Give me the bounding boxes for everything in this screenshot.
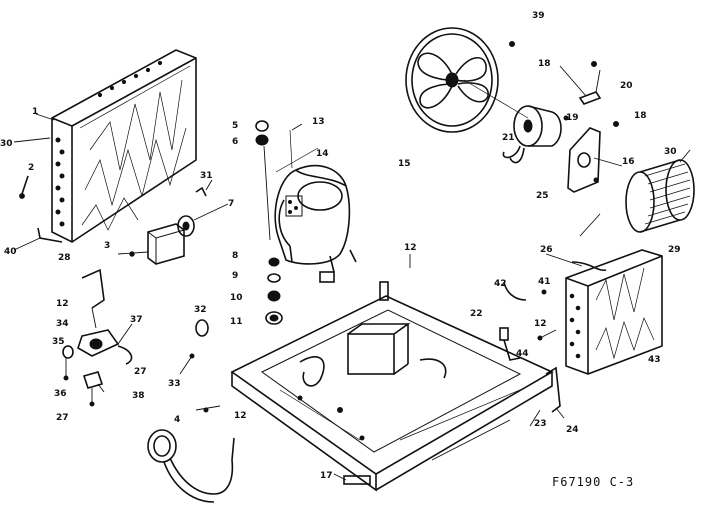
- callout-10: 10: [230, 293, 243, 303]
- callout-30-b: 16: [622, 157, 635, 167]
- callout-17: 17: [320, 471, 333, 481]
- callout-12-c: 12: [404, 243, 417, 253]
- condenser-coil: [51, 49, 197, 243]
- callout-5: 5: [232, 121, 238, 131]
- compressor-mounts: [255, 120, 283, 325]
- callout-31: 31: [200, 171, 213, 181]
- small-evap-parts: [499, 281, 557, 361]
- callout-24: 23: [534, 419, 547, 429]
- leader-lines: [13, 113, 601, 481]
- callout-9: 9: [232, 271, 238, 281]
- blower-wheel: [625, 149, 695, 233]
- callout-22: 12: [534, 319, 547, 329]
- callout-37: 37: [130, 315, 143, 325]
- callout-40: 40: [4, 247, 17, 257]
- callout-28: 28: [58, 253, 71, 263]
- callout-12-b: 12: [234, 411, 247, 421]
- callout-27-a: 27: [134, 367, 147, 377]
- callout-41: 42: [494, 279, 507, 289]
- callout-15: 15: [398, 159, 411, 169]
- callout-6: 6: [232, 137, 238, 147]
- callout-2: 2: [28, 163, 34, 173]
- bracket-17: [343, 475, 371, 485]
- fan-motor: [502, 41, 623, 193]
- callout-11: 11: [230, 317, 243, 327]
- callout-8: 8: [232, 251, 238, 261]
- callout-34: 34: [56, 319, 69, 329]
- callout-39: 39: [532, 11, 545, 21]
- callout-1: 1: [32, 107, 38, 117]
- callout-27-b: 27: [56, 413, 69, 423]
- callout-44: 22: [470, 309, 483, 319]
- callout-21: 21: [502, 133, 515, 143]
- capacitor: [117, 223, 185, 265]
- callout-23: 43: [648, 355, 661, 365]
- callout-20: 20: [620, 81, 633, 91]
- screw-2: [19, 175, 29, 199]
- callout-3: 3: [104, 241, 110, 251]
- callout-29: 25: [536, 191, 549, 201]
- drawing-code: F67190 C-3: [552, 475, 634, 489]
- callout-19: 19: [566, 113, 579, 123]
- callout-38: 38: [132, 391, 145, 401]
- callout-labels: 1 30 2 40 5 6 13 14 31 7 3 8 9 10 11 28 …: [0, 11, 681, 481]
- evaporator-coil: [541, 249, 663, 413]
- callout-25: 30: [664, 147, 677, 157]
- callout-32: 32: [194, 305, 207, 315]
- part-32-33: [179, 319, 209, 375]
- callout-35: 35: [52, 337, 65, 347]
- callout-18-b: 18: [634, 111, 647, 121]
- control-switch-assembly: [62, 268, 133, 407]
- callout-26: 29: [668, 245, 681, 255]
- callout-7: 7: [228, 199, 234, 209]
- fan-blade: [405, 27, 529, 133]
- relay-7: [177, 179, 229, 237]
- callout-43-a: 44: [516, 349, 529, 359]
- compressor: [274, 129, 357, 283]
- callout-13: 13: [312, 117, 325, 127]
- callout-36: 36: [54, 389, 67, 399]
- callout-14: 14: [316, 149, 329, 159]
- callout-12-d: 41: [538, 277, 551, 287]
- callout-12-a: 12: [56, 299, 69, 309]
- callout-42: 26: [540, 245, 553, 255]
- base-pan: [230, 281, 554, 492]
- callout-4: 4: [174, 415, 180, 425]
- callout-18-a: 18: [538, 59, 551, 69]
- drain-hose: [147, 407, 235, 503]
- callout-33: 33: [168, 379, 181, 389]
- callout-43-b: 24: [566, 425, 579, 435]
- callout-30: 30: [0, 139, 13, 149]
